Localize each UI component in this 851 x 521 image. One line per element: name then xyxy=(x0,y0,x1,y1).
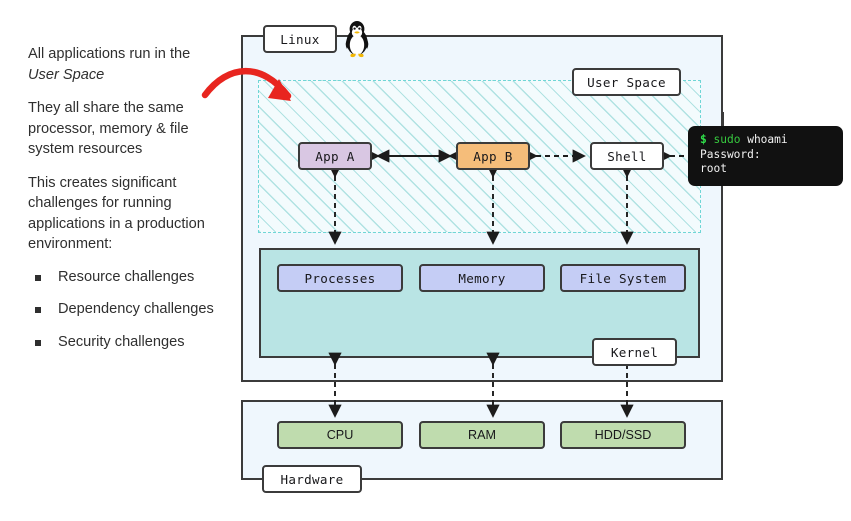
terminal-sudo-keyword: sudo xyxy=(713,133,741,146)
node-shell[interactable]: Shell xyxy=(590,142,664,170)
terminal-line-2: Password: xyxy=(700,147,761,161)
kernel-label-tag: Kernel xyxy=(592,338,677,366)
list-item: Security challenges xyxy=(28,333,224,353)
terminal-window[interactable]: $ sudo whoami Password: root xyxy=(688,126,843,186)
node-file-system[interactable]: File System xyxy=(560,264,686,292)
bullet-label: Dependency challenges xyxy=(58,301,214,317)
list-item: Dependency challenges xyxy=(28,300,224,320)
paragraph-shared-resources: They all share the same processor, memor… xyxy=(28,100,189,157)
node-cpu[interactable]: CPU xyxy=(277,421,403,449)
node-app-a[interactable]: App A xyxy=(298,142,372,170)
node-processes[interactable]: Processes xyxy=(277,264,403,292)
linux-label-tag: Linux xyxy=(263,25,337,53)
hardware-label-tag: Hardware xyxy=(262,465,362,493)
terminal-command: whoami xyxy=(747,133,788,146)
terminal-connector-line xyxy=(722,112,725,130)
bullet-label: Security challenges xyxy=(58,333,185,350)
terminal-line-3: root xyxy=(700,162,727,175)
paragraph-user-space: All applications run in the User Space xyxy=(28,44,224,85)
bullet-square-icon xyxy=(35,274,41,281)
list-item: Resource challenges xyxy=(28,268,224,288)
node-app-b[interactable]: App B xyxy=(456,142,530,170)
challenges-list: Resource challenges Dependency challenge… xyxy=(28,268,224,353)
terminal-prompt: $ xyxy=(700,133,707,146)
bullet-square-icon xyxy=(35,339,41,346)
bullet-square-icon xyxy=(35,307,41,313)
paragraph-1-text: All applications run in the xyxy=(28,46,191,62)
node-memory[interactable]: Memory xyxy=(419,264,545,292)
tux-penguin-icon xyxy=(345,21,369,58)
bullet-label: Resource challenges xyxy=(58,268,195,285)
paragraph-challenges-intro: This creates significant challenges for … xyxy=(28,174,205,253)
paragraph-1-emphasis: User Space xyxy=(28,66,105,83)
node-ram[interactable]: RAM xyxy=(419,421,545,449)
terminal-line-1: $ sudo whoami xyxy=(700,133,831,148)
node-hdd-ssd[interactable]: HDD/SSD xyxy=(560,421,686,449)
explanation-text-column: All applications run in the User Space T… xyxy=(28,44,224,365)
user-space-label-tag: User Space xyxy=(572,68,681,96)
